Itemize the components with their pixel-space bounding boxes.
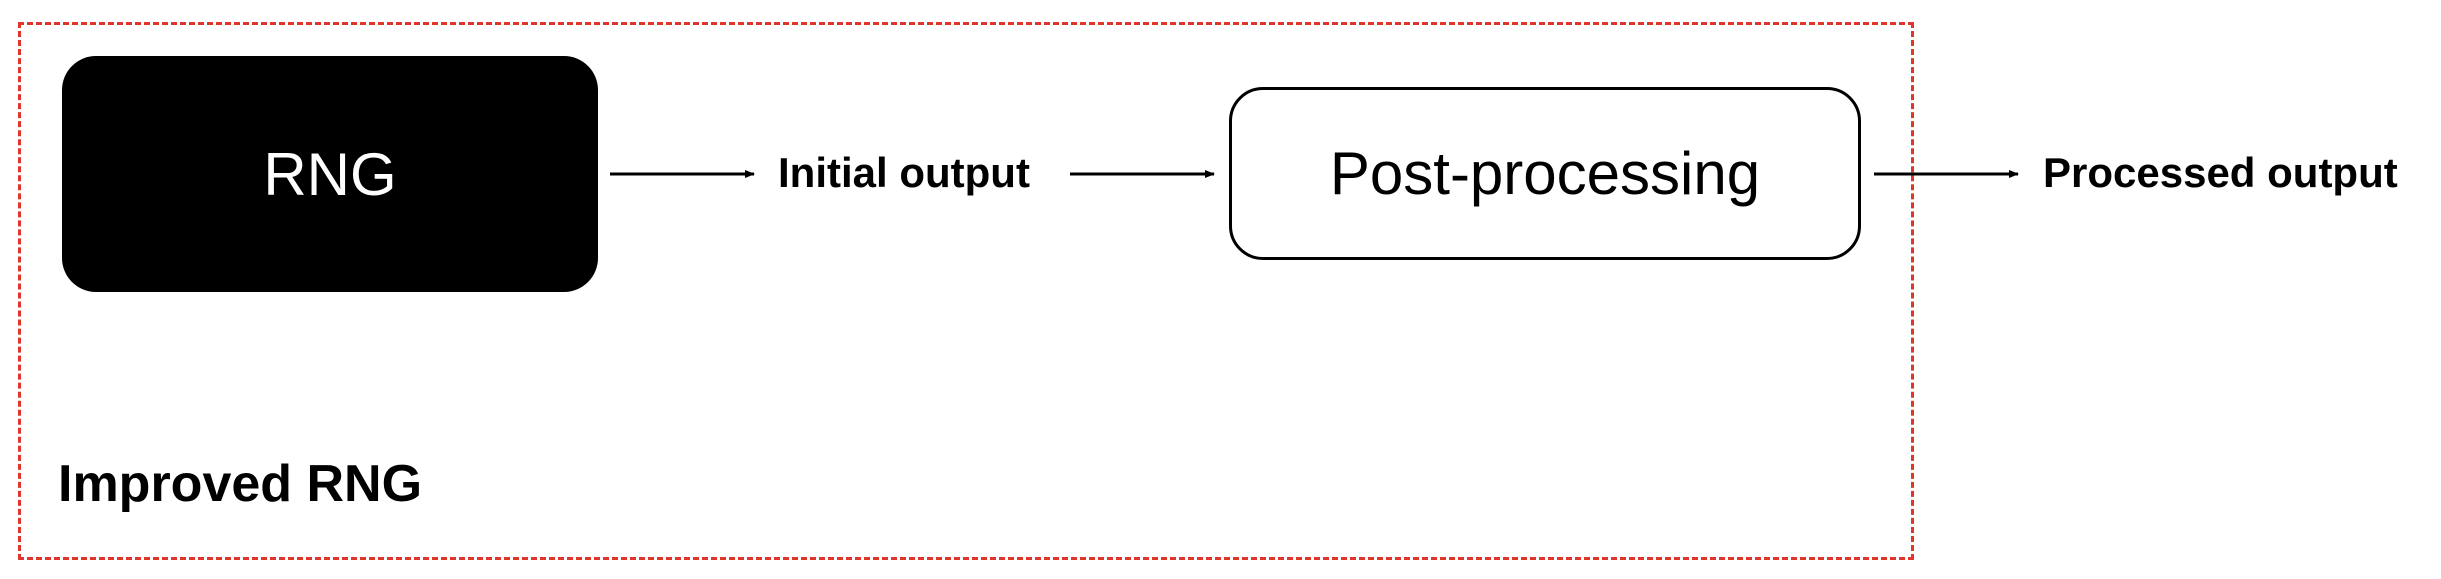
- improved-rng-boundary: [18, 22, 1914, 560]
- rng-node: RNG: [62, 56, 598, 292]
- rng-label: RNG: [263, 140, 397, 208]
- post-processing-label: Post-processing: [1329, 140, 1761, 207]
- processed-output-label: Processed output: [2043, 149, 2398, 196]
- initial-output-label: Initial output: [778, 149, 1030, 196]
- post-processing-node: Post-processing: [1229, 87, 1861, 260]
- improved-rng-label: Improved RNG: [58, 455, 423, 513]
